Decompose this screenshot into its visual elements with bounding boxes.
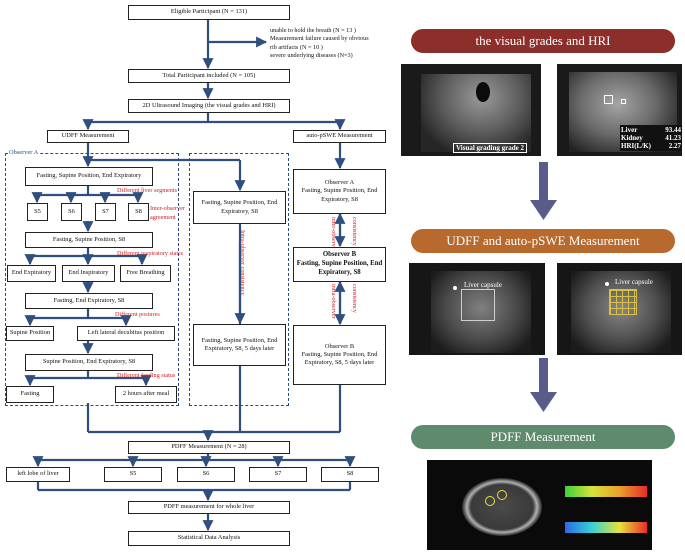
mri-pdff-image — [427, 460, 652, 550]
feeding-after-meal: 2 hours after meal — [115, 386, 177, 403]
mid-top-box: Fasting, Supine Position, End Expiratory… — [193, 191, 286, 224]
observer-b-box: Observer B Fasting, Supine Position, End… — [293, 247, 386, 282]
segment-s6: S6 — [61, 203, 82, 221]
intra-observer-region — [189, 153, 289, 406]
visual-grade-label: Visual grading grade 2 — [453, 143, 527, 153]
title-pdff: PDFF Measurement — [411, 425, 675, 449]
pdff-s5: S5 — [104, 467, 162, 482]
pdff-s6: S6 — [177, 467, 235, 482]
pdff-s7: S7 — [249, 467, 307, 482]
intra-observer-vertical-note: intra-observer — [330, 284, 337, 319]
observer-b2-body: Fasting, Supine Position, End Expiratory… — [301, 350, 378, 367]
posture-left-lateral: Left lateral decubitus position — [77, 326, 175, 341]
imaging-box: 2D Ultrasound Imaging (the visual grades… — [128, 99, 290, 113]
exclusion-item: Measurement failure caused by obvious — [270, 35, 369, 43]
pdff-s8: S8 — [321, 467, 379, 482]
pswe-image: Liver capsule — [557, 263, 682, 355]
feeding-fasting: Fasting — [6, 386, 54, 403]
udff-image: Liver capsule — [409, 263, 545, 355]
hri-row-value: 41.23 — [665, 134, 681, 143]
observer-b-title: Observer B — [322, 251, 357, 259]
observer-a-region — [5, 153, 179, 406]
posture-supine: Supine Position — [6, 326, 54, 341]
diff-segments-note: Different liver segments — [117, 187, 178, 194]
segment-s5: S5 — [27, 203, 48, 221]
stats-box: Statistical Data Analysis — [128, 531, 290, 546]
observer-b2-title: Observer B — [324, 342, 355, 350]
observer-a-body: Fasting, Supine Position, End Expiratory… — [301, 187, 378, 203]
diff-postures-note: Different postures — [115, 311, 160, 318]
hri-row-value: 93.44 — [665, 126, 681, 134]
exclusion-item: severe underlying diseases (N=3) — [270, 52, 353, 60]
pdff-left-lobe: left lobe of liver — [6, 467, 70, 482]
ultrasound-image-grade: Visual grading grade 2 — [401, 64, 541, 156]
observer-a-title: Observer A — [324, 179, 355, 186]
exclusion-item: rib artifacts (N = 10 ) — [270, 43, 323, 51]
hri-row-value: 2.27 — [668, 142, 681, 151]
observer-a-box: Observer A Fasting, Supine Position, End… — [293, 169, 386, 214]
mid-bottom-box: Fasting, Supine Position, End Expiratory… — [193, 324, 286, 366]
segment-s8: S8 — [128, 203, 149, 221]
fse-expiratory-box: Fasting, Supine Position, End Expiratory — [25, 167, 153, 186]
hri-row-label: Kidney — [621, 134, 643, 143]
pswe-box: auto-pSWE Measurement — [293, 130, 386, 143]
resp-end-expiratory: End Expiratory — [7, 265, 56, 282]
hri-table: Liver 93.44 Kidney 41.23 HRI(L/K) 2.27 — [620, 125, 682, 152]
total-box: Total Participant included (N = 105) — [128, 69, 290, 83]
exclusion-list: unable to hold the breath (N = 13 ) Meas… — [270, 27, 395, 60]
liver-capsule-label: Liver capsule — [464, 281, 502, 289]
agreement-note: agreement — [150, 214, 176, 221]
resp-end-inspiratory: End Inspiratory — [62, 265, 115, 282]
pdff-whole-box: PDFF measurement for whole liver — [128, 501, 290, 514]
consistency-note-2: consistency — [351, 284, 358, 313]
observer-b2-box: Observer B Fasting, Supine Position, End… — [293, 325, 386, 385]
spe-s8-box: Supine Position, End Expiratory, S8 — [25, 354, 153, 371]
title-udff-pswe: UDFF and auto-pSWE Measurement — [411, 229, 675, 253]
fs-s8-box: Fasting, Supine Position, S8 — [25, 232, 153, 248]
eligible-box: Eligible Participant (N = 131) — [128, 5, 290, 20]
intra-observer-consistency-note: Intra-observer consistency — [239, 230, 246, 296]
inter-observer-note: Inter-observer — [150, 205, 185, 212]
diff-resp-note: Different respiratory states — [117, 250, 184, 257]
segment-s7: S7 — [95, 203, 116, 221]
liver-capsule-label: Liver capsule — [615, 278, 653, 286]
diff-feeding-note: Different feeding status — [117, 372, 176, 379]
exclusion-item: unable to hold the breath (N = 13 ) — [270, 27, 356, 34]
observer-b-body: Fasting, Supine Position, End Expiratory… — [296, 260, 383, 276]
ultrasound-image-hri: Liver 93.44 Kidney 41.23 HRI(L/K) 2.27 — [557, 64, 682, 156]
fee-s8-box: Fasting, End Expiratory, S8 — [25, 293, 153, 309]
observer-a-label: Observer A — [8, 149, 40, 156]
udff-box: UDFF Measurement — [47, 130, 129, 143]
pdff-box: PDFF Measurement (N = 28) — [128, 441, 290, 454]
hri-row-label: Liver — [621, 126, 638, 134]
resp-free-breathing: Free Breathing — [120, 265, 171, 282]
hri-row-label: HRI(L/K) — [621, 142, 651, 151]
consistency-note-1: consistency — [351, 217, 358, 246]
title-visual-grades: the visual grades and HRI — [411, 29, 675, 53]
